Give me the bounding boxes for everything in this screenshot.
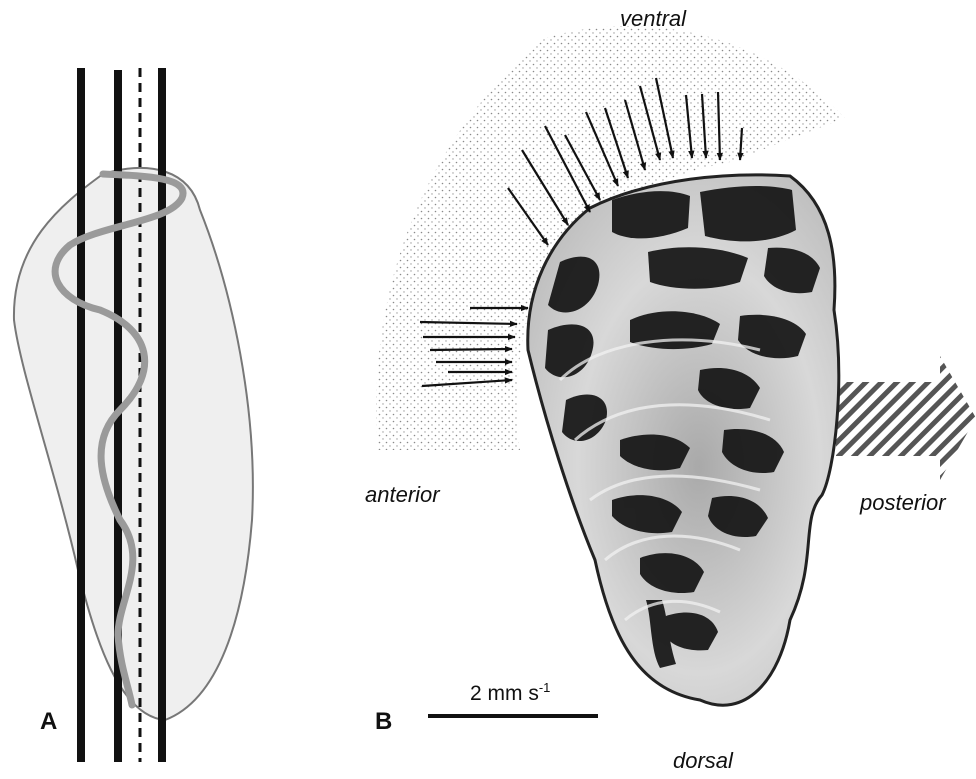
ventral-label: ventral	[620, 6, 686, 32]
anterior-label: anterior	[365, 482, 440, 508]
posterior-label: posterior	[860, 490, 946, 516]
panel-b-label: B	[375, 708, 392, 736]
scale-bar-label: 2 mm s-1	[470, 680, 550, 706]
dorsal-label: dorsal	[673, 748, 733, 774]
panel-b-diagram	[376, 26, 976, 716]
body-outline	[14, 168, 253, 720]
panel-a-label: A	[40, 708, 57, 736]
scale-bar-exponent: -1	[539, 680, 551, 695]
panel-a-diagram	[14, 68, 253, 762]
scale-bar-value: 2 mm s	[470, 682, 539, 705]
posterior-hatched-arrow	[836, 356, 976, 480]
